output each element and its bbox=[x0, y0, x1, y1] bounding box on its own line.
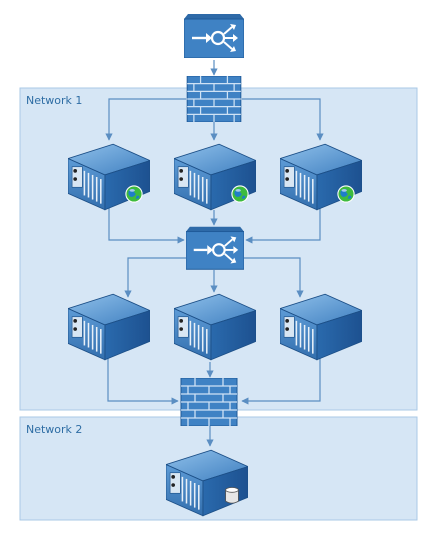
edge-lbmid-app1 bbox=[124, 257, 186, 298]
load-balancer-icon[interactable] bbox=[184, 14, 244, 58]
edge-lbmid-app3 bbox=[242, 257, 304, 298]
zone-label-network-2: Network 2 bbox=[26, 423, 83, 436]
edge-fwtop-web3 bbox=[242, 98, 324, 141]
edge-web3-lbmid bbox=[245, 206, 321, 244]
globe-icon bbox=[231, 185, 249, 203]
database-cylinder-icon bbox=[225, 487, 239, 504]
zone-label-network-1: Network 1 bbox=[26, 94, 83, 107]
globe-icon bbox=[125, 185, 143, 203]
load-balancer-icon[interactable] bbox=[186, 226, 244, 270]
globe-icon bbox=[337, 185, 355, 203]
edge-fwtop-web1 bbox=[105, 98, 186, 141]
firewall-icon[interactable] bbox=[186, 76, 242, 122]
edge-app3-fwbottom bbox=[241, 356, 321, 405]
edge-web1-lbmid bbox=[108, 206, 185, 244]
edge-app1-fwbottom bbox=[107, 356, 179, 405]
firewall-icon[interactable] bbox=[180, 378, 238, 426]
